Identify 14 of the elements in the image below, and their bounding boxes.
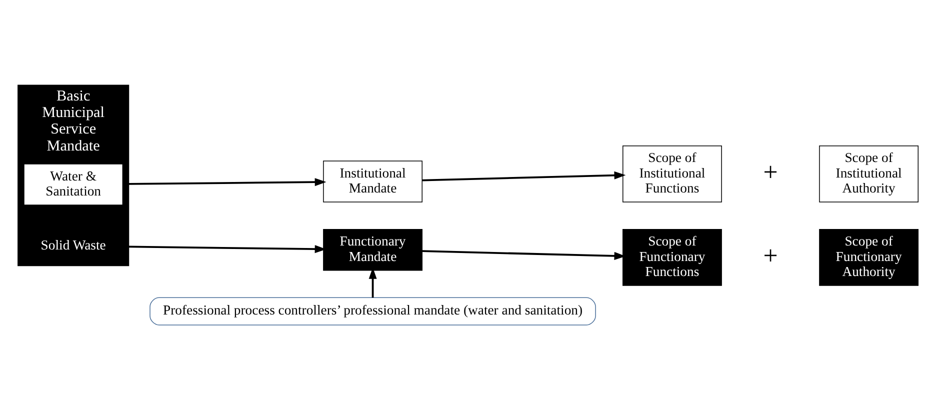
node-box: Scope of Functionary Functions [622,228,722,286]
node-box: Institutional Mandate [323,160,422,202]
arrow [128,244,326,253]
node-box: Professional process controllers’ professional mandate (water and sanitation) [150,296,596,325]
node-text: Solid Waste [40,236,106,252]
node-box: Water & Sanitation [24,163,124,205]
node-box: Scope of Institutional Authority [819,144,919,202]
node-box: Scope of Functionary Authority [819,228,919,286]
label: + [763,240,778,270]
arrow [422,170,626,181]
node-box: Functionary Mandate [323,228,422,270]
label: + [763,157,778,186]
arrow [128,178,326,186]
node-box: Scope of Institutional Functions [622,144,722,202]
